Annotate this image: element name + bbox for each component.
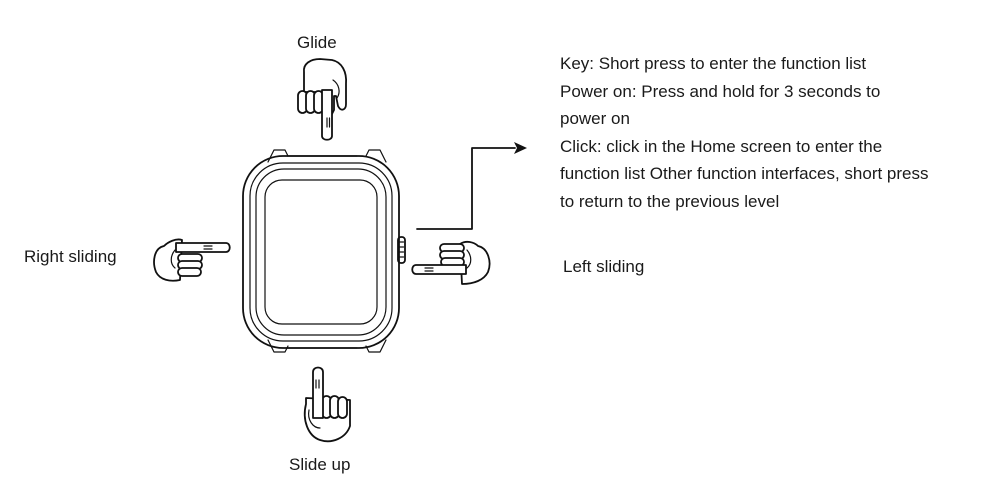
hand-pointing-left-icon (411, 240, 491, 285)
button-description: Key: Short press to enter the function l… (560, 50, 995, 216)
side-button (397, 236, 406, 264)
description-line: power on (560, 109, 630, 129)
hand-pointing-right-icon (153, 238, 231, 282)
description-line: function list Other function interfaces,… (560, 164, 929, 184)
right-sliding-label: Right sliding (24, 247, 117, 266)
left-sliding-label: Left sliding (563, 257, 645, 276)
smartwatch-outline (242, 149, 400, 353)
description-line: Click: click in the Home screen to enter… (560, 136, 883, 156)
description-line: to return to the previous level (560, 191, 780, 211)
slide-up-label: Slide up (289, 455, 351, 474)
leader-arrow (416, 142, 527, 230)
hand-pointing-down-icon (297, 58, 347, 141)
description-line: Power on: Press and hold for 3 seconds t… (560, 81, 881, 101)
hand-pointing-up-icon (303, 366, 351, 443)
description-line: Key: Short press to enter the function l… (560, 54, 867, 73)
glide-label: Glide (297, 33, 337, 52)
